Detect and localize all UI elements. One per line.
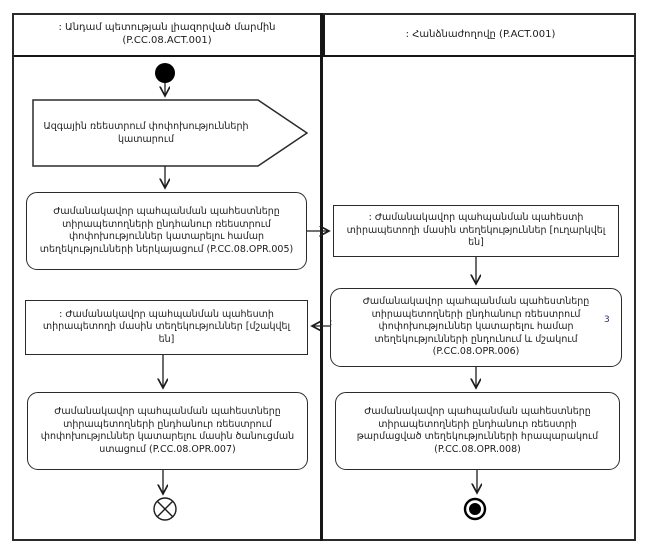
action-opr008: Ժամանակավոր պահպանման պահեստները տիրապետ…: [335, 392, 620, 470]
action-opr006: Ժամանակավոր պահպանման պահեստները տիրապետ…: [330, 288, 622, 367]
swimlane-header-commission: : Հանձնաժողովը (P.ACT.001): [322, 13, 636, 55]
action-opr007: Ժամանակավոր պահպանման պահեստները տիրապետ…: [27, 392, 308, 470]
swimlane-header-row: : Անդամ պետության լիազորված մարմին (P.CC…: [12, 13, 636, 57]
swimlane-title: : Անդամ պետության լիազորված մարմին (P.CC…: [58, 22, 276, 46]
stray-colon-mark: :: [330, 318, 334, 328]
swimlane-title: : Հանձնաժողովը (P.ACT.001): [405, 28, 556, 40]
footnote-marker: 3: [604, 315, 610, 325]
swimlane-header-authorized-body: : Անդամ պետության լիազորված մարմին (P.CC…: [12, 13, 322, 55]
swimlane-divider: [320, 13, 323, 541]
object-node-information-sent: : Ժամանակավոր պահպանման պահեստի տիրապետո…: [333, 205, 619, 257]
send-signal-label: Ազգային ռեեստրում փոփոխությունների կատար…: [43, 121, 249, 145]
diagram-frame: [12, 13, 636, 541]
action-opr005: Ժամանակավոր պահպանման պահեստները տիրապետ…: [26, 192, 307, 270]
object-node-information-processed: : Ժամանակավոր պահպանման պահեստի տիրապետո…: [25, 300, 308, 355]
